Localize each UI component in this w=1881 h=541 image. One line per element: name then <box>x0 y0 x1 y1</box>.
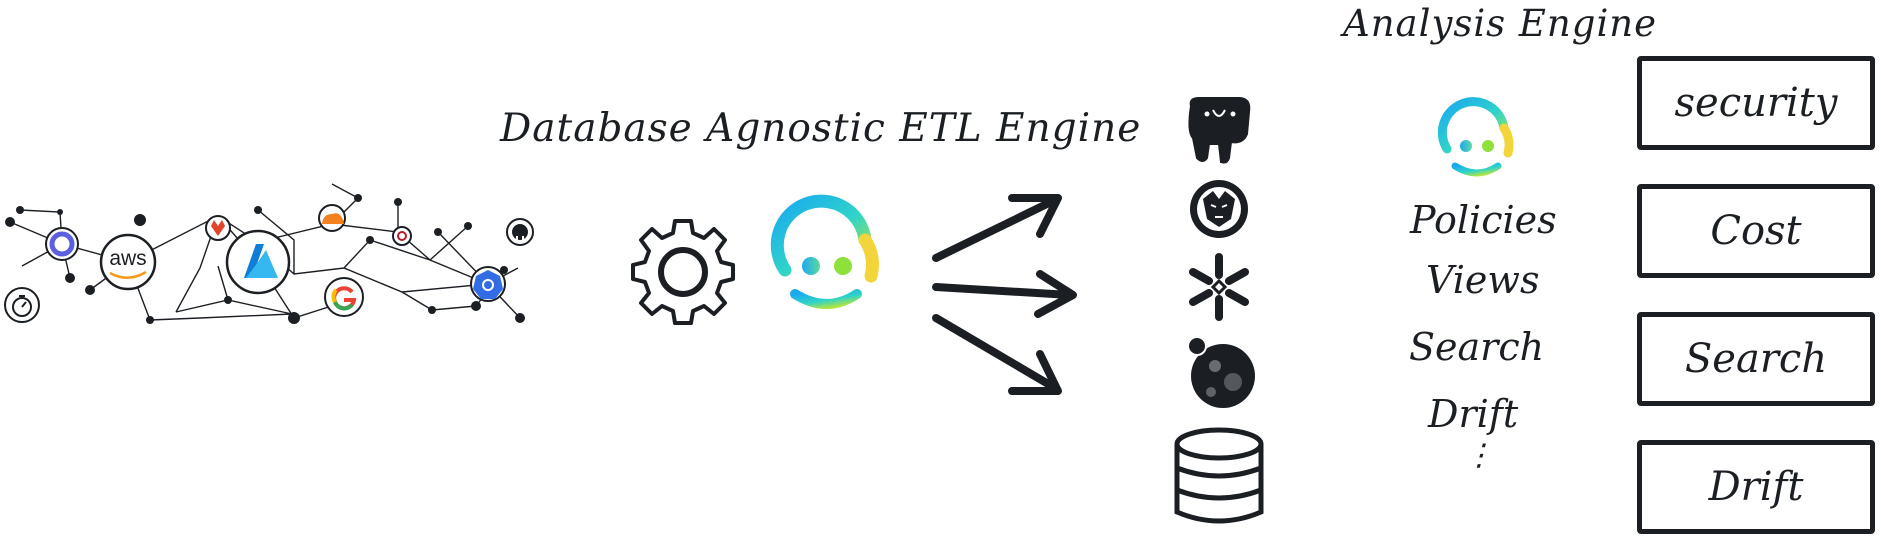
azure-icon <box>225 229 291 295</box>
analysis-logo-icon <box>1437 97 1514 177</box>
feature-box-search: Search <box>1637 312 1875 406</box>
analysis-item-more: ⋮ <box>1464 438 1494 473</box>
google-cloud-icon <box>324 277 364 317</box>
okta-icon <box>45 227 79 261</box>
etl-engine-title: Database Agnostic ETL Engine <box>500 106 1142 151</box>
kubernetes-icon <box>470 266 506 302</box>
analysis-item-search: Search <box>1409 325 1545 369</box>
feature-box-security: security <box>1637 56 1875 150</box>
feature-box-drift: Drift <box>1637 440 1875 534</box>
feature-label-drift: Drift <box>1708 464 1804 510</box>
analysis-engine-title: Analysis Engine <box>1343 2 1657 45</box>
feature-label-cost: Cost <box>1710 208 1802 254</box>
gear-icon <box>631 219 735 325</box>
source-network-nodes <box>5 194 525 324</box>
gitlab-icon <box>205 215 231 241</box>
helm-icon <box>392 226 412 246</box>
snowflake-icon <box>1189 253 1249 321</box>
feature-box-cost: Cost <box>1637 184 1875 278</box>
aws-icon: aws <box>99 233 157 291</box>
cloudflare-icon <box>318 204 346 232</box>
cloudquery-logo-icon <box>770 194 879 309</box>
svg-text:aws: aws <box>109 247 146 270</box>
github-icon <box>506 218 534 246</box>
postgresql-icon <box>1188 97 1251 164</box>
neo4j-icon <box>1187 336 1255 408</box>
timer-icon <box>4 287 40 323</box>
flow-arrows <box>932 194 1077 395</box>
feature-label-search: Search <box>1684 336 1828 382</box>
analysis-item-policies: Policies <box>1410 198 1557 242</box>
analysis-item-views: Views <box>1426 258 1540 302</box>
arrow-to-storage-middle <box>932 270 1077 318</box>
badger-db-icon <box>1190 180 1248 238</box>
database-icon <box>1174 427 1264 524</box>
analysis-item-drift: Drift <box>1428 392 1519 436</box>
feature-label-security: security <box>1674 80 1838 126</box>
arrow-to-storage-top <box>932 194 1062 262</box>
arrow-to-storage-bottom <box>932 314 1062 395</box>
